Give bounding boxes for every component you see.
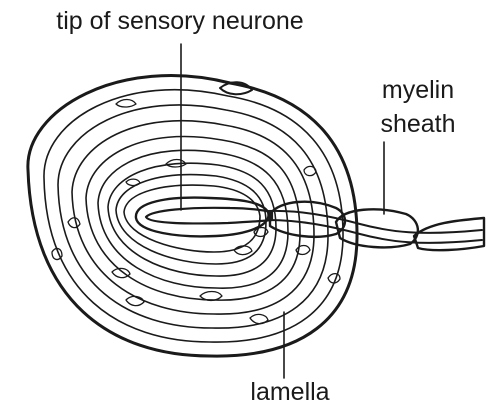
myelin-sheath-label: myelin sheath bbox=[360, 78, 476, 146]
myelin-label-line-1: myelin bbox=[360, 78, 476, 112]
lamella-ring bbox=[44, 90, 343, 342]
lamella-label: lamella bbox=[230, 380, 350, 405]
myelin-label-line-2: sheath bbox=[360, 112, 476, 146]
nucleus bbox=[68, 218, 80, 228]
nucleus bbox=[126, 179, 140, 185]
lamellae bbox=[44, 90, 343, 342]
nucleus bbox=[304, 166, 316, 175]
neurone-tip bbox=[146, 208, 272, 224]
inner-core bbox=[136, 198, 269, 237]
nucleus bbox=[126, 296, 144, 305]
myelin-segment bbox=[414, 218, 484, 250]
nucleus bbox=[250, 314, 268, 323]
tip-of-sensory-neurone-label: tip of sensory neurone bbox=[10, 9, 350, 34]
lamella-ring bbox=[108, 163, 276, 276]
nucleus bbox=[200, 292, 222, 301]
nucleus bbox=[116, 100, 136, 108]
myelin-segment bbox=[270, 202, 345, 237]
nucleus bbox=[112, 268, 130, 277]
lamella-ring bbox=[124, 185, 260, 252]
